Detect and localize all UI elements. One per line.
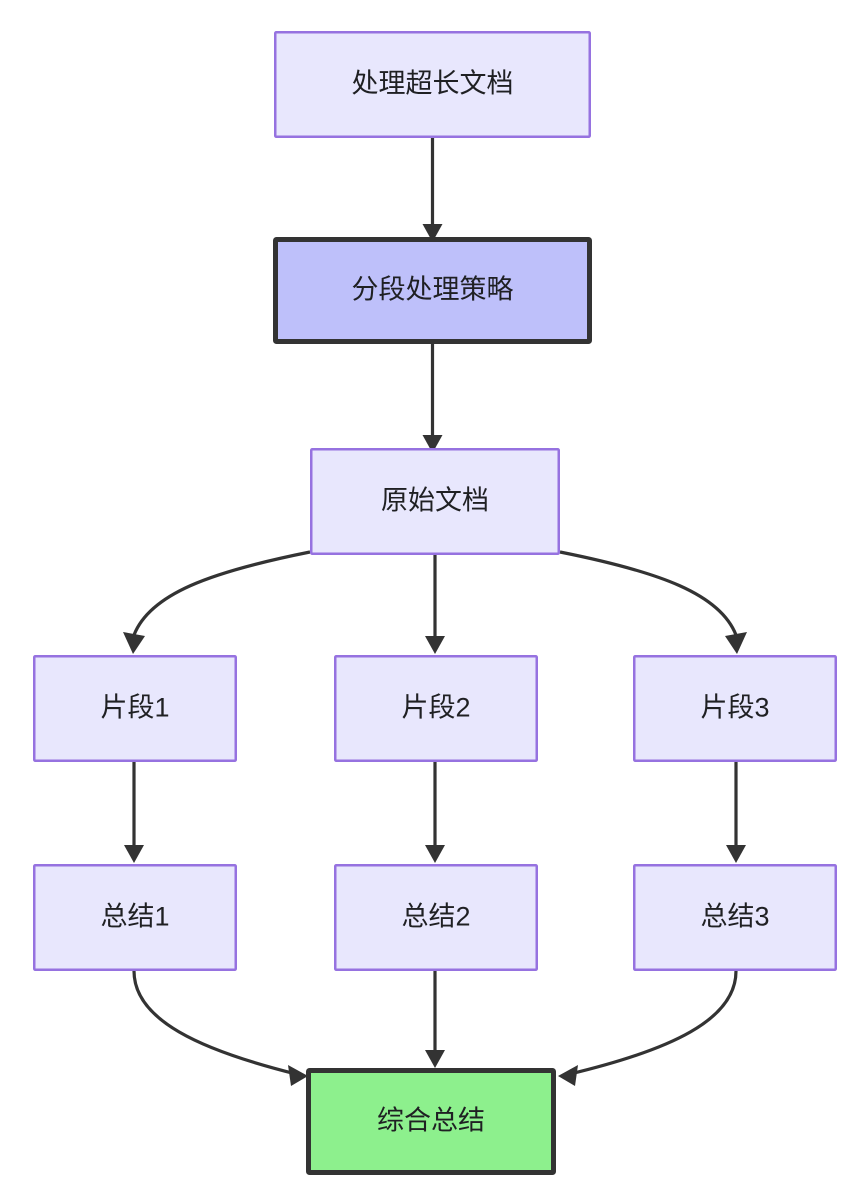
edges-layer [123,138,747,1086]
edge-summary1-to-final_summary [132,970,297,1076]
node-final_summary[interactable]: 综合总结 [306,1068,556,1175]
node-box-summary2[interactable] [334,864,538,971]
node-box-chunk2[interactable] [334,655,538,762]
arrowhead-e5 [725,632,747,654]
arrowhead-e2 [422,435,443,453]
edge-source_doc-to-chunk1 [132,550,311,636]
node-source_doc[interactable]: 原始文档 [310,448,560,555]
arrowhead-e10 [425,1050,445,1068]
arrowhead-e11 [558,1065,578,1086]
node-box-doc_long[interactable] [274,31,591,138]
edge-source_doc-to-chunk3 [559,550,738,636]
node-label-doc_long: 处理超长文档 [352,69,514,99]
node-label-chunk3: 片段3 [700,693,769,723]
node-chunk1[interactable]: 片段1 [33,655,237,762]
node-chunk3[interactable]: 片段3 [633,655,837,762]
arrowhead-e7 [425,845,445,863]
node-label-summary1: 总结1 [100,902,169,932]
node-doc_long[interactable]: 处理超长文档 [274,31,591,138]
node-box-summary1[interactable] [33,864,237,971]
node-box-source_doc[interactable] [310,448,560,555]
arrowhead-e8 [726,845,746,863]
arrowhead-e4 [425,636,445,654]
node-label-source_doc: 原始文档 [381,486,489,516]
node-box-chunk3[interactable] [633,655,837,762]
arrowhead-e1 [422,224,443,242]
node-box-summary3[interactable] [633,864,837,971]
node-label-summary3: 总结3 [700,902,769,932]
node-box-strategy[interactable] [273,237,592,344]
node-summary1[interactable]: 总结1 [33,864,237,971]
edge-summary3-to-final_summary [569,970,738,1076]
node-box-chunk1[interactable] [33,655,237,762]
node-label-chunk2: 片段2 [401,693,470,723]
arrowhead-e9 [288,1065,308,1086]
node-summary2[interactable]: 总结2 [334,864,538,971]
node-label-strategy: 分段处理策略 [352,275,514,305]
node-label-chunk1: 片段1 [100,693,169,723]
arrowhead-e3 [123,632,145,654]
node-chunk2[interactable]: 片段2 [334,655,538,762]
node-summary3[interactable]: 总结3 [633,864,837,971]
node-strategy[interactable]: 分段处理策略 [273,237,592,344]
arrowhead-e6 [124,845,144,863]
node-label-final_summary: 综合总结 [377,1106,485,1136]
node-box-final_summary[interactable] [306,1068,556,1175]
node-label-summary2: 总结2 [401,902,470,932]
